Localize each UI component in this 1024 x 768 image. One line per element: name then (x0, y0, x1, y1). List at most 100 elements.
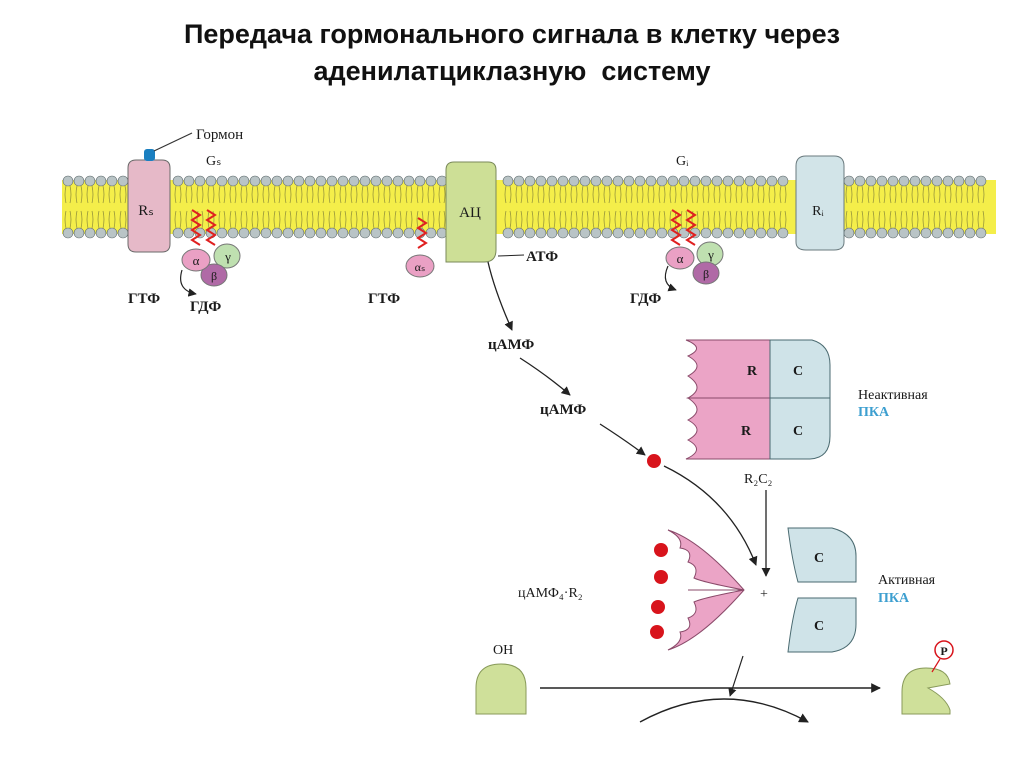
camp-bound-1 (654, 543, 668, 557)
lipid-head (887, 175, 899, 187)
hormone-label: Гормон (196, 127, 243, 143)
lipid-head (645, 227, 657, 239)
lipid-tail (559, 210, 567, 229)
lipid-head (920, 227, 932, 239)
lipid-head (205, 175, 217, 187)
lipid-tail (592, 210, 600, 229)
lipid-tail (977, 185, 985, 204)
lipid-head (172, 227, 184, 239)
camp4r2-label: цАМФ₄·R₂ (518, 586, 583, 601)
lipid-head (304, 227, 316, 239)
lipid-head (865, 227, 877, 239)
lipid-tail (845, 185, 853, 204)
gi-beta-subunit (692, 261, 720, 285)
lipid-head (271, 227, 283, 239)
lipid-tail (691, 185, 699, 204)
lipid-head (513, 227, 525, 239)
lipid-tail (108, 185, 116, 204)
lipid-tail (328, 185, 336, 204)
lipid-tail (625, 185, 633, 204)
lipid-head (777, 175, 789, 187)
lipid-tail (339, 185, 347, 204)
lipid-tail (867, 210, 875, 229)
active-label: Активная (878, 573, 936, 588)
lipid-head (304, 175, 316, 187)
lipid-head (568, 175, 580, 187)
lipid-tail (229, 185, 237, 204)
lipid-tail (295, 210, 303, 229)
lipid-head (359, 175, 371, 187)
lipid-tail (845, 210, 853, 229)
gdp-right-label: ГДФ (630, 291, 661, 307)
lipid-tail (757, 185, 765, 204)
lipid-tail (658, 210, 666, 229)
r-subunit-top (685, 339, 771, 399)
g-protein-gi: α γ β (665, 209, 724, 285)
lipid-head (348, 175, 360, 187)
lipid-head (711, 175, 723, 187)
lipid-head (524, 175, 536, 187)
lipid-head (183, 175, 195, 187)
camp-molecule (647, 454, 661, 468)
oh-label: OH (493, 643, 513, 658)
lipid-tail (922, 210, 930, 229)
ac-label: АЦ (459, 205, 481, 221)
camp-bound-4 (650, 625, 664, 639)
lipid-tail (581, 185, 589, 204)
hormone-icon (144, 149, 155, 161)
c-label-top: C (793, 364, 803, 379)
camp-binding-arrow (663, 465, 758, 566)
lipid-tail (438, 210, 446, 229)
lipid-head (337, 175, 349, 187)
lipid-head (348, 227, 360, 239)
lipid-head (392, 227, 404, 239)
lipid-head (117, 227, 129, 239)
lipid-head (920, 175, 932, 187)
lipid-head (843, 175, 855, 187)
lipid-head (931, 175, 943, 187)
lipid-head (282, 227, 294, 239)
lipid-head (700, 227, 712, 239)
cell-membrane (62, 175, 996, 239)
lipid-head (337, 227, 349, 239)
lipid-tail (119, 210, 127, 229)
active-pka: C C (787, 527, 857, 653)
lipid-head (238, 175, 250, 187)
c-subunit-bottom (769, 397, 831, 460)
lipid-head (623, 227, 635, 239)
lipid-tail (911, 185, 919, 204)
lipid-head (546, 175, 558, 187)
lipid-tail (548, 210, 556, 229)
lipid-head (722, 227, 734, 239)
lipid-tail (570, 185, 578, 204)
lipid-head (667, 175, 679, 187)
lipid-head (370, 175, 382, 187)
rs-label: Rₛ (138, 203, 154, 219)
active-c-label-top: C (814, 551, 824, 566)
lipid-tail (185, 185, 193, 204)
gs-beta-subunit (200, 263, 228, 287)
lipid-tail (262, 210, 270, 229)
lipid-head (403, 175, 415, 187)
lipid-head (502, 227, 514, 239)
r-label-top: R (747, 364, 758, 379)
lipid-tail (900, 185, 908, 204)
lipid-tail (284, 185, 292, 204)
lipid-tail (779, 185, 787, 204)
lipid-head (766, 227, 778, 239)
lipid-head (106, 175, 118, 187)
lipid-tail (218, 210, 226, 229)
lipid-tail (746, 210, 754, 229)
lipid-head (513, 175, 525, 187)
lipid-head (216, 175, 228, 187)
lipid-tail (504, 210, 512, 229)
lipid-head (755, 227, 767, 239)
lipid-tail (922, 185, 930, 204)
gs-beta-label: β (211, 269, 217, 283)
lipid-head (568, 227, 580, 239)
lipid-tail (768, 185, 776, 204)
lipid-tail (977, 210, 985, 229)
lipid-tail (636, 185, 644, 204)
lipid-head (502, 175, 514, 187)
